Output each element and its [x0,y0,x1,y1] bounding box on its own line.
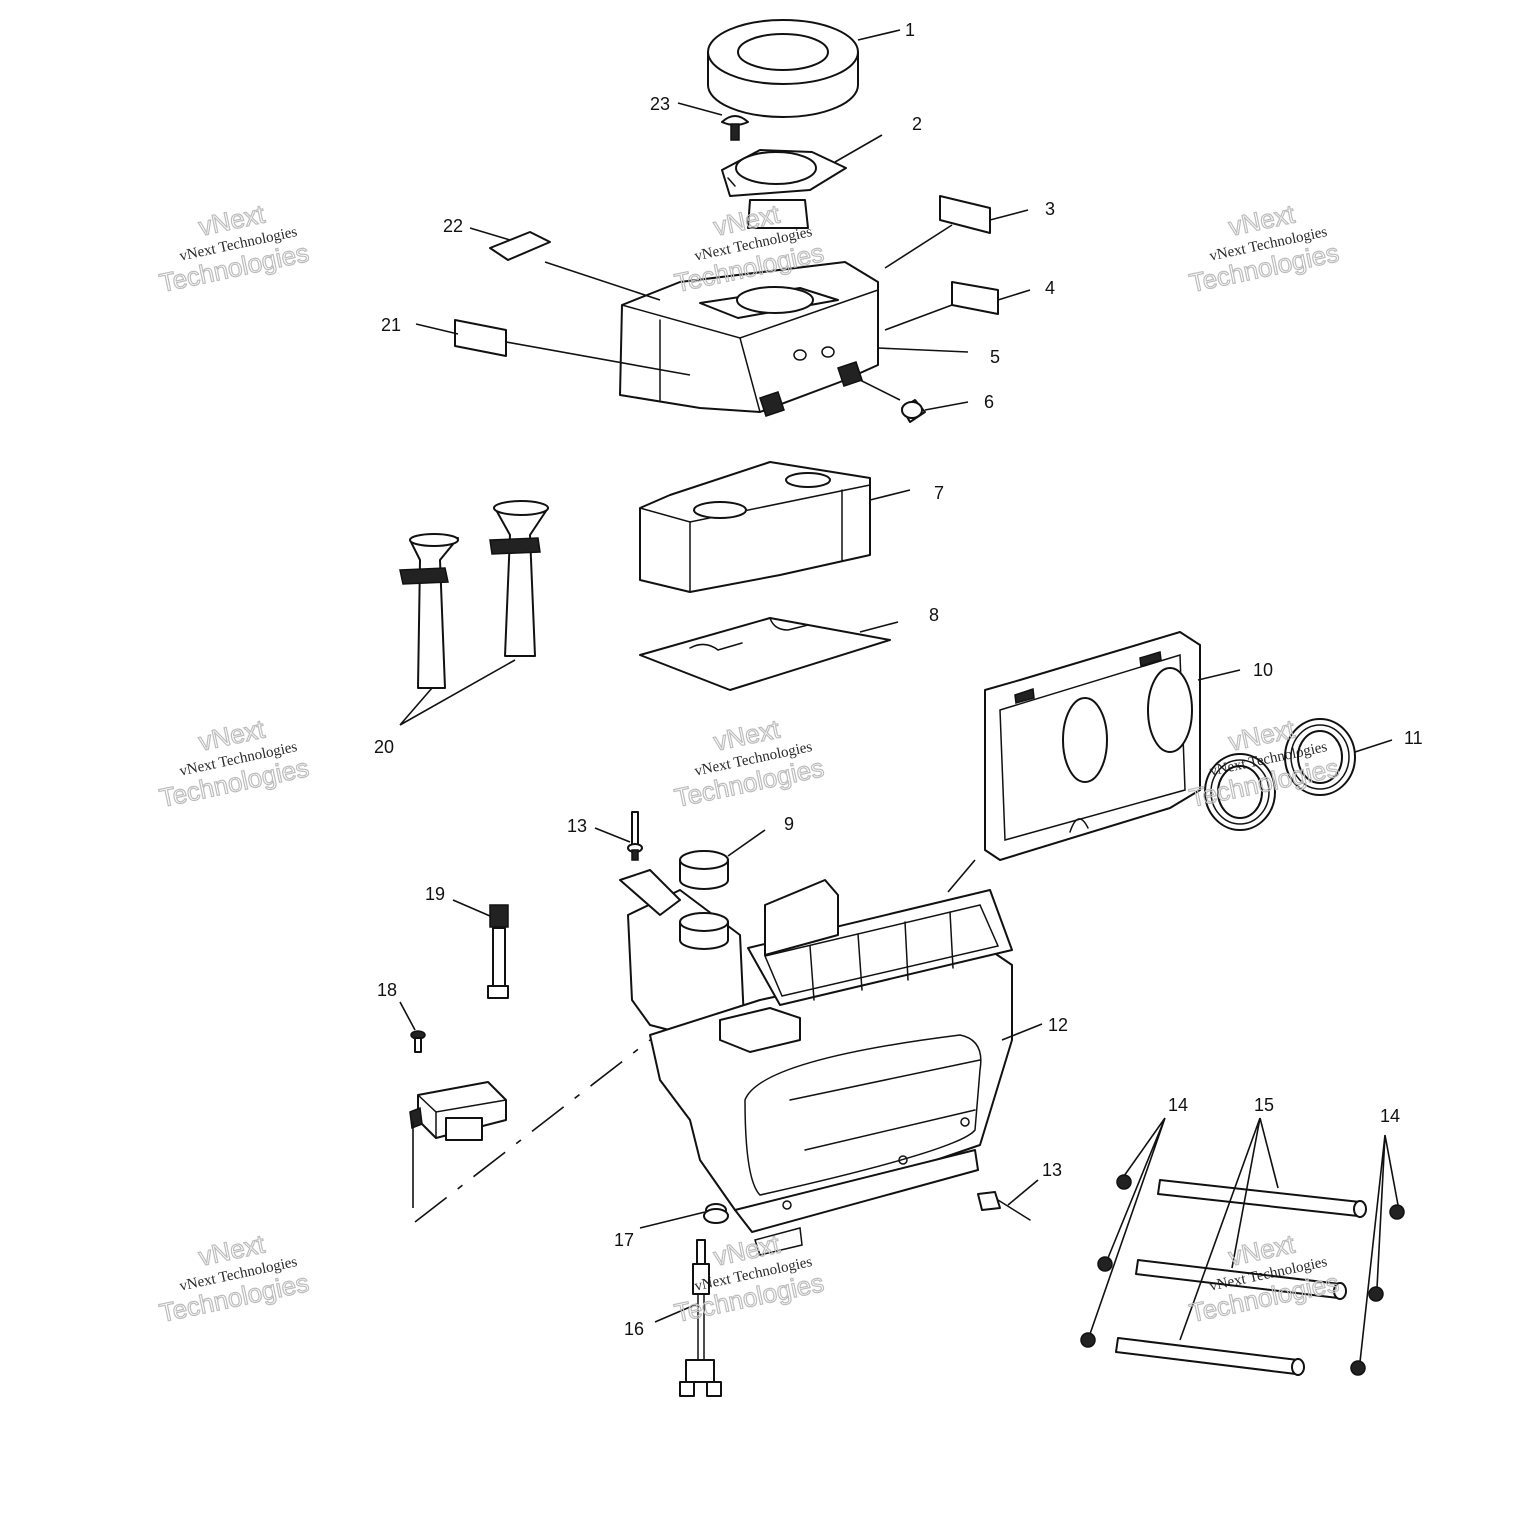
part-intake-adapter [721,149,847,229]
callout-14-left: 14 [1168,1095,1188,1115]
callout-2: 2 [912,114,922,134]
watermark: vNext vNext Technologies Technologies [1186,198,1342,299]
part-fuse-holder [487,904,509,999]
callout-7: 7 [934,483,944,503]
callout-22: 22 [443,216,463,236]
part-pin-13-lower [977,1191,1031,1221]
part-foam-ring [707,19,859,118]
callout-23: 23 [650,94,670,114]
watermark: vNext vNext Technologies Technologies [156,1228,312,1329]
part-push-pin [721,115,749,141]
callout-21: 21 [381,315,401,335]
callout-9: 9 [784,814,794,834]
callout-16: 16 [624,1319,644,1339]
callout-11: 11 [1404,728,1423,748]
part-label-21 [454,319,507,357]
callout-numbers: 1 2 3 4 5 6 7 8 9 10 11 12 13 13 14 14 1… [374,20,1423,1339]
callout-13-upper: 13 [567,816,587,836]
callout-17: 17 [614,1230,634,1250]
callout-20: 20 [374,737,394,757]
part-label-22 [489,231,551,261]
callout-13-lower: 13 [1042,1160,1062,1180]
callout-14-right: 14 [1380,1106,1400,1126]
callout-3: 3 [1045,199,1055,219]
part-oil-sensor [679,1239,722,1397]
callout-10: 10 [1253,660,1273,680]
part-airbox-housing [619,869,1013,1256]
callout-1: 1 [905,20,915,40]
watermark: vNext vNext Technologies Technologies [156,713,312,814]
part-hoses [1115,1179,1367,1376]
part-airbox-side-panel [984,631,1201,861]
part-hose-clamps [1080,1174,1405,1376]
watermark: vNext vNext Technologies Technologies [671,713,827,814]
part-label-3 [939,195,991,234]
leader-lines [399,29,1399,1363]
part-rubber-couplers [1204,718,1356,831]
callout-12: 12 [1048,1015,1068,1035]
part-filter-plate [639,617,891,691]
part-oil-cap [679,850,729,890]
callout-6: 6 [984,392,994,412]
callout-19: 19 [425,884,445,904]
assembly-centerline [414,1039,651,1223]
part-foam-filter [639,461,871,593]
part-label-4 [951,281,999,315]
part-intake-horns [399,500,549,689]
callout-8: 8 [929,605,939,625]
part-screw [410,1030,426,1053]
part-pin-13-upper [627,811,643,861]
callout-4: 4 [1045,278,1055,298]
part-airbox-cover [619,261,879,417]
watermark: vNext vNext Technologies Technologies [156,198,312,299]
callout-18: 18 [377,980,397,1000]
part-plug [901,399,926,423]
callout-15: 15 [1254,1095,1274,1115]
callout-5: 5 [990,347,1000,367]
part-grommet [703,1203,729,1224]
part-relay-module [409,1081,507,1141]
